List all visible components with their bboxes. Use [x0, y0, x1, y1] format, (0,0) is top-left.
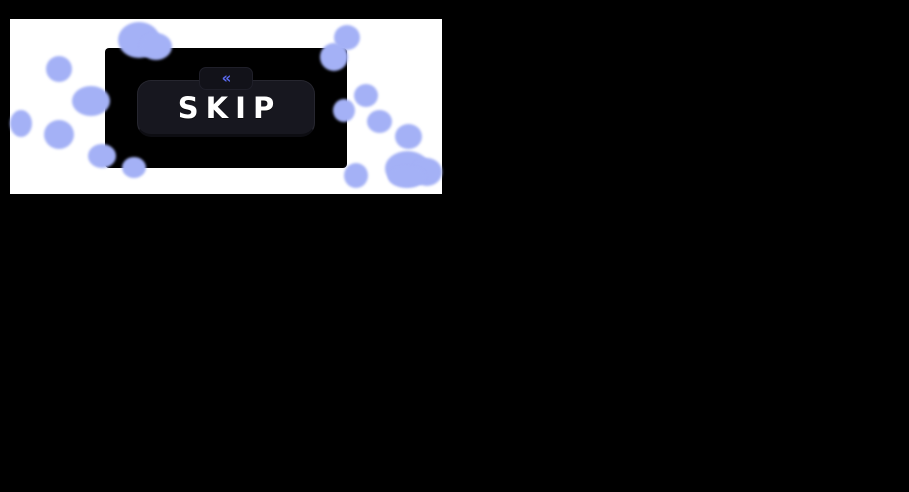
chevrons-left-icon: « — [221, 69, 232, 87]
collapse-button[interactable]: « — [199, 67, 253, 90]
skip-overlay: « SKIP — [105, 48, 347, 168]
skip-button-label: SKIP — [177, 90, 282, 125]
whiteboard-panel: « SKIP — [10, 19, 442, 194]
